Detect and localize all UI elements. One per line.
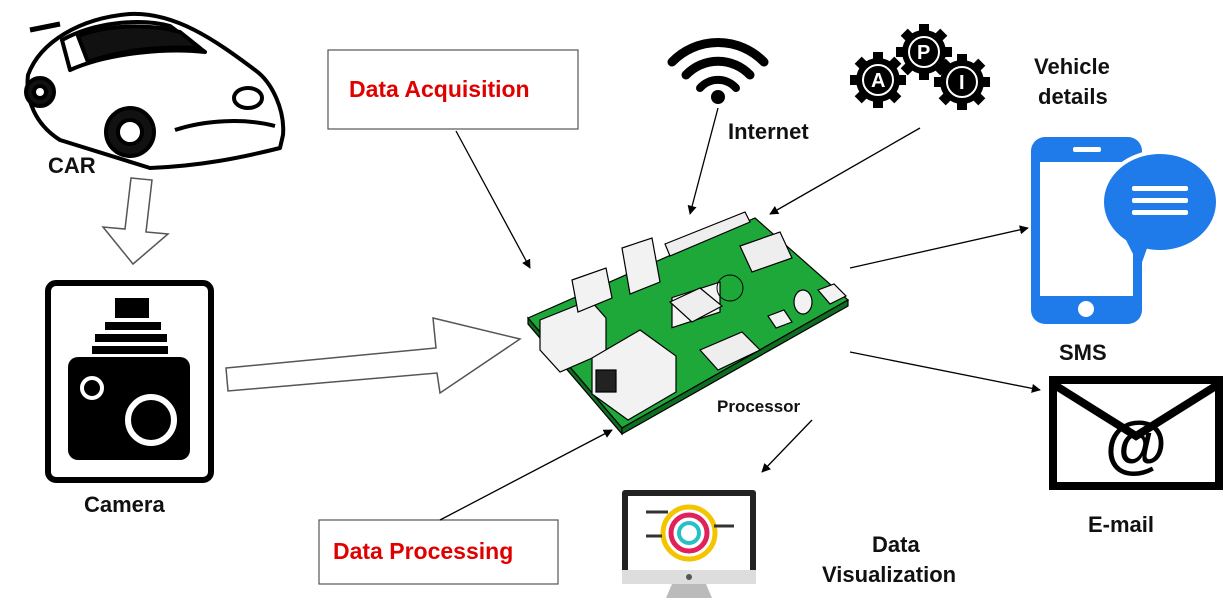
- wifi-icon: [667, 38, 769, 104]
- data-processing-label: Data Processing: [333, 538, 513, 564]
- internet-label: Internet: [728, 119, 809, 144]
- sms-label: SMS: [1059, 340, 1107, 365]
- vehicle-details-label-line1: Vehicle: [1034, 54, 1110, 79]
- processing-to-processor-arrow: [439, 429, 613, 521]
- processor-to-visualization-arrow: [761, 419, 813, 473]
- processor-to-sms-arrow: [849, 225, 1029, 269]
- camera-icon: [45, 280, 214, 483]
- processor-label: Processor: [717, 397, 801, 416]
- donut-chart-icon: [646, 504, 734, 562]
- acquisition-to-processor-arrow: [455, 130, 531, 269]
- data-processing-box: [318, 519, 559, 585]
- data-acquisition-label: Data Acquisition: [349, 76, 530, 102]
- api-gear-letter-p: P: [917, 42, 930, 64]
- email-envelope-icon: @: [1049, 376, 1223, 490]
- car-to-camera-arrow: [101, 177, 170, 266]
- data-visualization-label-line2: Visualization: [822, 562, 956, 587]
- data-acquisition-box: [327, 49, 579, 130]
- api-gear-letter-a: A: [871, 70, 885, 92]
- processor-to-email-arrow: [849, 351, 1041, 393]
- processor-board-icon: [527, 211, 850, 436]
- api-to-processor-arrow: [769, 127, 921, 215]
- email-label: E-mail: [1088, 512, 1154, 537]
- car-label: CAR: [48, 153, 96, 178]
- data-visualization-label-line1: Data: [872, 532, 920, 557]
- vehicle-details-label-line2: details: [1038, 84, 1108, 109]
- camera-to-processor-arrow: [225, 317, 522, 395]
- car-icon: [24, 11, 286, 170]
- email-at-symbol: @: [1105, 408, 1167, 480]
- api-gears-icon: A P I: [850, 24, 990, 110]
- internet-to-processor-arrow: [687, 107, 719, 215]
- camera-label: Camera: [84, 492, 165, 517]
- api-gear-letter-i: I: [959, 72, 965, 94]
- chat-bubble-icon: [1100, 150, 1220, 268]
